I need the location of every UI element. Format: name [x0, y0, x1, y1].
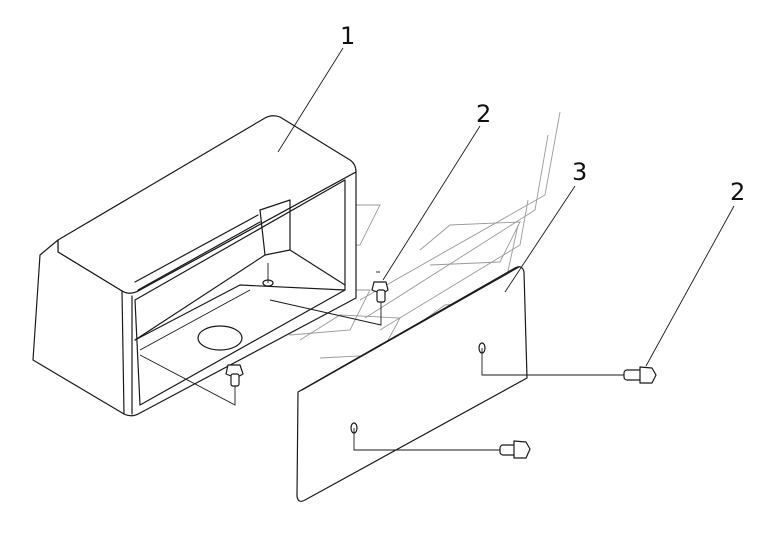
- cover-plate: [296, 266, 528, 502]
- callout-2-right: 2: [730, 178, 745, 206]
- bolt-lower-left: [139, 354, 244, 406]
- bolt-lower-right: [353, 428, 531, 459]
- callout-2-upper: 2: [476, 100, 491, 128]
- callout-1: 1: [340, 22, 355, 50]
- callout-3: 3: [572, 158, 587, 186]
- cover-box: [32, 115, 357, 417]
- bolt-upper: [269, 271, 389, 326]
- bolt-right: [481, 348, 657, 384]
- leader-lines: [277, 47, 735, 367]
